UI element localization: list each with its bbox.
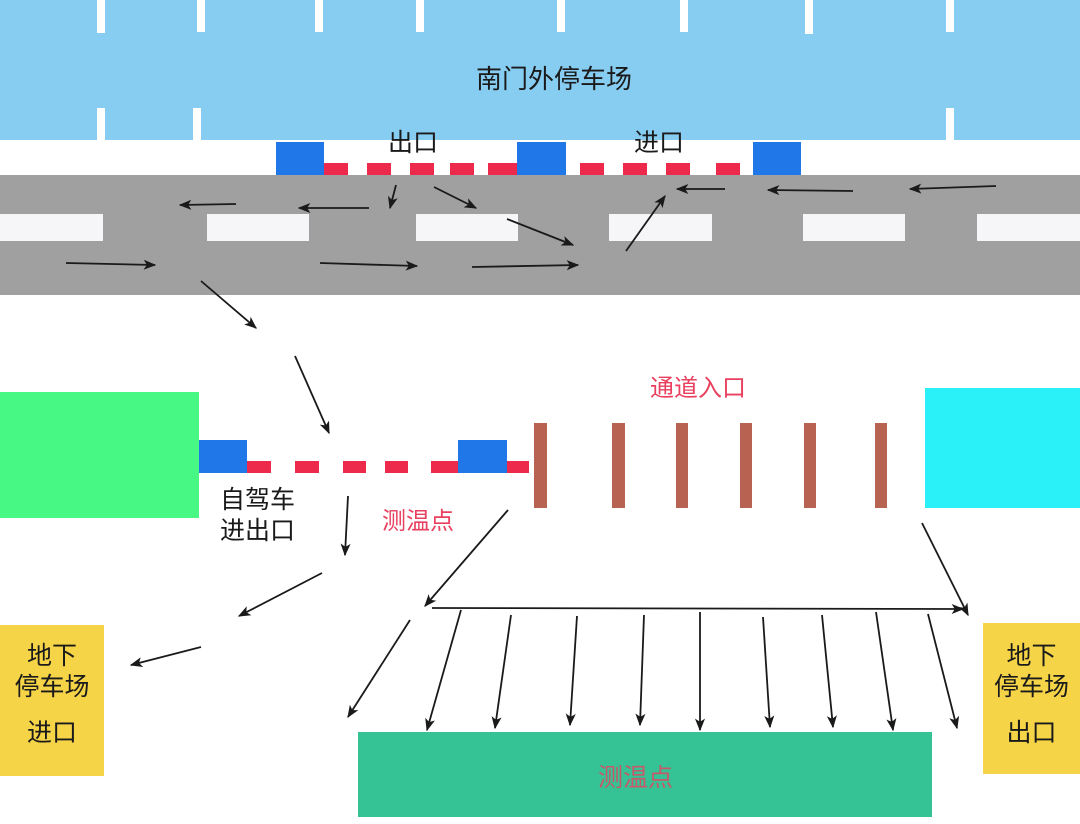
lane-markings <box>0 214 1080 241</box>
flow-arrow <box>506 218 575 246</box>
underground-exit-line3: 出口 <box>1006 717 1057 747</box>
cyan-building <box>925 388 1080 508</box>
flow-arrow <box>625 194 666 252</box>
flow-arrow <box>908 183 997 194</box>
flow-arrow <box>347 619 411 719</box>
flow-arrow <box>425 609 462 732</box>
underground-entrance-line3: 进口 <box>26 717 77 747</box>
gate-booth <box>276 142 324 175</box>
exit-barrier <box>324 163 517 175</box>
self-drive-gate <box>199 440 529 473</box>
flow-arrow <box>237 572 323 617</box>
traffic-flow-arrows <box>65 183 997 732</box>
flow-arrow <box>565 615 578 727</box>
flow-arrow <box>927 613 960 730</box>
top-exit-label: 出口 <box>388 128 439 157</box>
channel-entrance-label: 通道入口 <box>650 374 746 402</box>
temp-check-small-label: 测温点 <box>382 507 454 535</box>
underground-entrance-line1: 地下 <box>26 641 77 670</box>
flow-arrow <box>491 614 512 730</box>
self-drive-gate-label: 自驾车 进出口 <box>220 484 295 547</box>
flow-arrow <box>65 259 157 270</box>
underground-entrance-box <box>0 625 104 776</box>
flow-arrow <box>766 185 854 196</box>
flow-arrow <box>821 614 837 729</box>
flow-arrow <box>635 614 646 727</box>
self-drive-label-line2: 进出口 <box>220 516 296 546</box>
road <box>0 175 1080 295</box>
gate-booth <box>199 440 247 473</box>
underground-exit-label: 地下 停车场 出口 <box>988 640 1075 748</box>
gate-booth <box>517 142 566 175</box>
flow-arrow <box>921 522 969 617</box>
south-gate-parking-lot <box>0 0 1080 140</box>
temperature-checkpoint-area <box>358 732 932 817</box>
flow-arrow <box>319 260 419 271</box>
flow-arrow <box>387 184 398 210</box>
temp-check-main-label: 测温点 <box>598 763 674 792</box>
flow-arrow <box>129 646 202 668</box>
self-drive-barrier <box>247 461 529 473</box>
flow-arrow <box>433 186 478 209</box>
flow-arrow <box>431 603 965 615</box>
flow-arrow <box>178 199 237 210</box>
flow-arrow <box>762 616 775 729</box>
self-drive-label-line1: 自驾车 <box>220 485 296 514</box>
flow-arrow <box>340 495 351 557</box>
flow-arrow <box>200 280 257 329</box>
parking-stall-dividers <box>97 0 954 140</box>
flow-arrow <box>471 260 580 271</box>
underground-exit-line2: 停车场 <box>993 672 1069 702</box>
flow-arrow <box>875 611 897 732</box>
flow-arrow <box>294 355 330 435</box>
green-building <box>0 392 199 518</box>
flow-arrow <box>424 509 509 607</box>
underground-exit-box <box>983 623 1080 774</box>
underground-entrance-line2: 停车场 <box>14 672 90 702</box>
south-gate-parking-label: 南门外停车场 <box>476 65 633 95</box>
entrance-barrier <box>580 163 740 175</box>
gate-booth <box>458 440 507 473</box>
gate-booth <box>753 142 801 175</box>
underground-exit-line1: 地下 <box>1006 641 1057 670</box>
channel-posts <box>534 423 887 508</box>
top-entrance-label: 进口 <box>634 128 685 157</box>
top-gates <box>276 142 801 175</box>
underground-entrance-label: 地下 停车场 进口 <box>10 640 94 748</box>
